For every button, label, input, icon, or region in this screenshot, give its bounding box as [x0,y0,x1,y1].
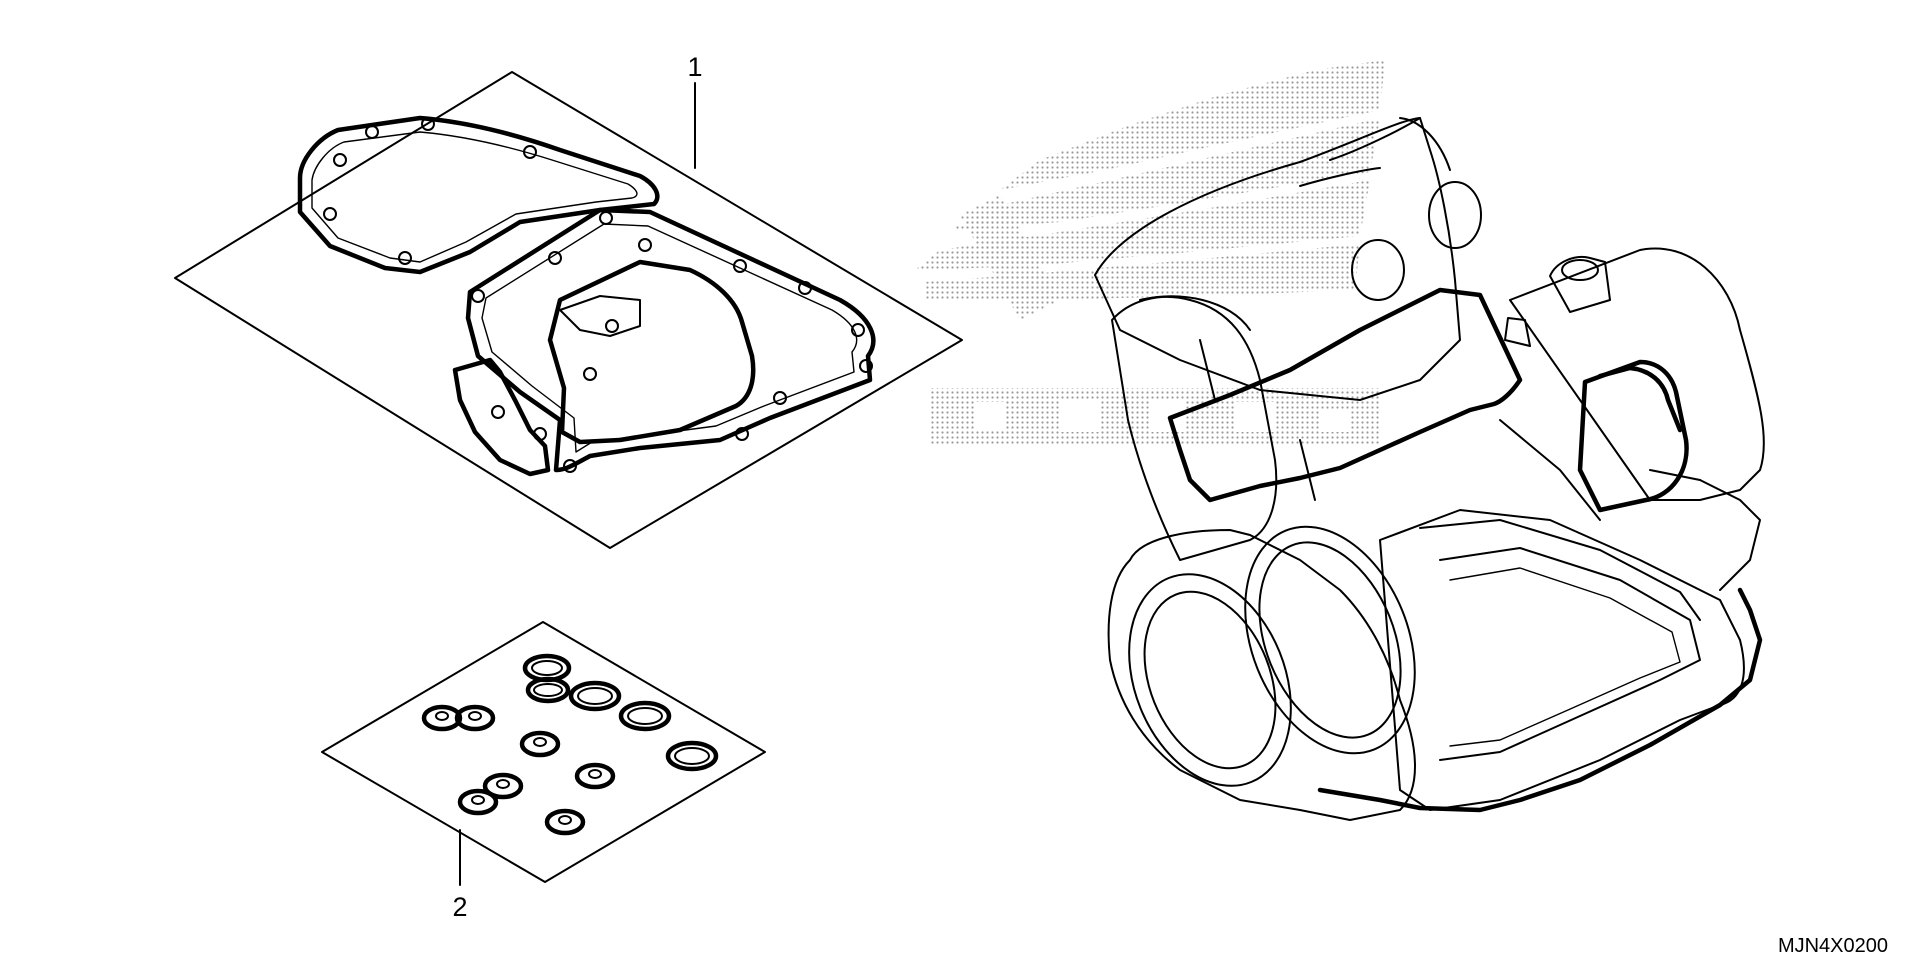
seal-kit-2 [321,621,766,883]
baffle-gasket [547,259,756,445]
diagram-code: MJN4X0200 [1778,935,1888,957]
gasket-kit-1 [174,71,963,549]
callout-2: 2 [452,892,467,922]
gasket-kit-1-sheet [174,71,963,549]
callout-1: 1 [687,52,702,82]
cover-gasket [297,115,660,275]
side-gasket [452,357,551,477]
head-gasket [1167,287,1523,503]
bolt-holes [323,117,873,473]
cover-gasket-right [1577,359,1689,513]
sealing-washers [421,704,616,836]
oil-pan-gasket [465,207,876,473]
seal-kit-2-sheet [321,621,766,883]
honda-wing-logo-icon [915,60,1385,444]
engine-outline [1094,117,1765,821]
o-rings [522,653,719,772]
